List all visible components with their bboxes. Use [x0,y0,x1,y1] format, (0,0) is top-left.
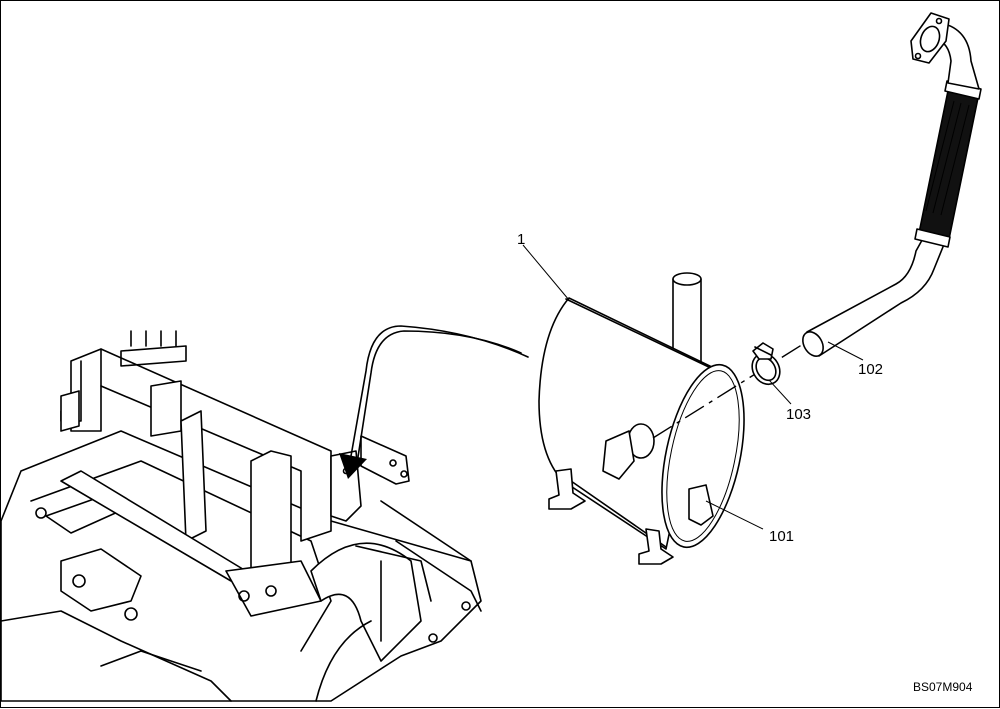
exhaust-pipe [802,12,982,357]
callout-exhaust-pipe: 102 [858,361,883,378]
assembly-centerline [652,335,817,439]
leader-lines [522,244,864,530]
muffler [538,272,745,550]
assembly-arrow [339,325,529,479]
muffler-bracket [548,468,674,565]
drawing-code: BS07M904 [913,680,973,694]
clamp [751,342,781,386]
callout-muffler: 1 [517,231,525,248]
chassis-frame [1,330,482,702]
callout-muffler-bracket: 101 [769,528,794,545]
callout-clamp: 103 [786,406,811,423]
